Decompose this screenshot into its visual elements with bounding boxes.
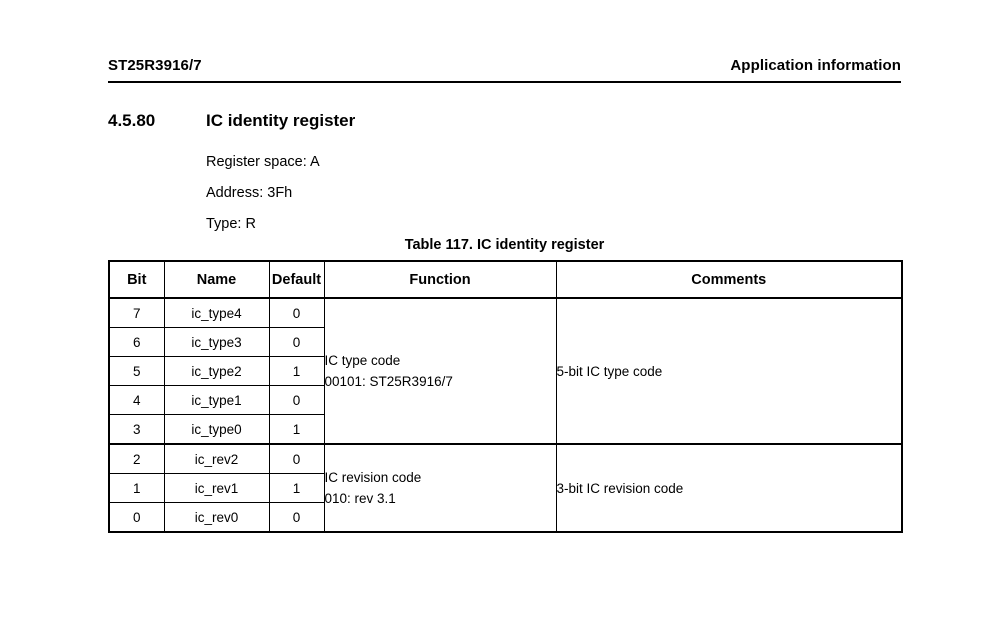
table-row: 7 ic_type4 0 IC type code 00101: ST25R39… bbox=[108, 297, 903, 445]
cell-bit: 2 bbox=[108, 443, 165, 474]
cell-name: ic_rev1 bbox=[163, 473, 270, 503]
register-space-line: Register space: A bbox=[206, 154, 320, 170]
cell-name: ic_type0 bbox=[163, 414, 270, 445]
running-header: ST25R3916/7 Application information bbox=[108, 57, 901, 74]
cell-comments: 3-bit IC revision code bbox=[555, 443, 903, 533]
function-line: 010: rev 3.1 bbox=[324, 491, 396, 506]
cell-bit: 4 bbox=[108, 385, 165, 415]
cell-default: 0 bbox=[268, 297, 325, 328]
table-row: 0 ic_rev0 0 bbox=[108, 502, 902, 533]
column-header-function: Function bbox=[323, 260, 557, 299]
column-header-bit: Bit bbox=[108, 260, 165, 299]
register-metadata: Register space: A Address: 3Fh Type: R bbox=[206, 147, 806, 240]
table-header-row: Bit Name Default Function Comments bbox=[108, 260, 903, 299]
register-table-container: Bit Name Default Function Comments 7 ic_… bbox=[108, 260, 903, 533]
cell-name: ic_type2 bbox=[163, 356, 270, 386]
cell-function: IC revision code 010: rev 3.1 bbox=[323, 443, 557, 533]
cell-default: 1 bbox=[268, 356, 325, 386]
cell-name: ic_type1 bbox=[163, 385, 270, 415]
register-type-line: Type: R bbox=[206, 216, 256, 232]
table-body: 7 ic_type4 0 IC type code 00101: ST25R39… bbox=[108, 297, 903, 533]
table-row: 5 ic_type2 1 bbox=[108, 356, 902, 386]
cell-default: 0 bbox=[268, 327, 325, 357]
cell-default: 0 bbox=[268, 443, 325, 474]
table-row: 2 ic_rev2 0 IC revision code 010: rev 3.… bbox=[108, 443, 903, 533]
cell-bit: 6 bbox=[108, 327, 165, 357]
table-caption: Table 117. IC identity register bbox=[404, 237, 605, 253]
cell-default: 1 bbox=[268, 414, 325, 445]
cell-bit: 7 bbox=[108, 297, 165, 328]
section-heading: 4.5.80 IC identity register bbox=[108, 111, 901, 131]
cell-bit: 5 bbox=[108, 356, 165, 386]
table-row: 1 ic_rev1 1 bbox=[108, 473, 902, 503]
cell-name: ic_rev2 bbox=[163, 443, 270, 474]
header-document-title: ST25R3916/7 bbox=[108, 57, 202, 74]
column-header-name: Name bbox=[163, 260, 270, 299]
register-address-line: Address: 3Fh bbox=[206, 185, 293, 201]
column-header-comments: Comments bbox=[555, 260, 903, 299]
column-header-default: Default bbox=[268, 260, 325, 299]
cell-name: ic_rev0 bbox=[163, 502, 270, 533]
function-line: IC type code bbox=[324, 353, 401, 368]
cell-default: 0 bbox=[268, 385, 325, 415]
cell-name: ic_type3 bbox=[163, 327, 270, 357]
cell-function: IC type code 00101: ST25R3916/7 bbox=[323, 297, 557, 445]
cell-bit: 3 bbox=[108, 414, 165, 445]
cell-name: ic_type4 bbox=[163, 297, 270, 328]
header-divider bbox=[108, 81, 901, 83]
cell-comments: 5-bit IC type code bbox=[555, 297, 903, 445]
function-line: IC revision code bbox=[324, 470, 422, 485]
table-row: 6 ic_type3 0 bbox=[108, 327, 902, 357]
table-row: 4 ic_type1 0 bbox=[108, 385, 902, 415]
register-table: Bit Name Default Function Comments 7 ic_… bbox=[108, 260, 903, 533]
cell-default: 0 bbox=[268, 502, 325, 533]
cell-bit: 0 bbox=[108, 502, 165, 533]
section-number: 4.5.80 bbox=[108, 111, 156, 130]
cell-default: 1 bbox=[268, 473, 325, 503]
section-title: IC identity register bbox=[206, 111, 356, 130]
function-line: 00101: ST25R3916/7 bbox=[324, 374, 453, 389]
header-chapter-title: Application information bbox=[730, 57, 901, 74]
cell-bit: 1 bbox=[108, 473, 165, 503]
